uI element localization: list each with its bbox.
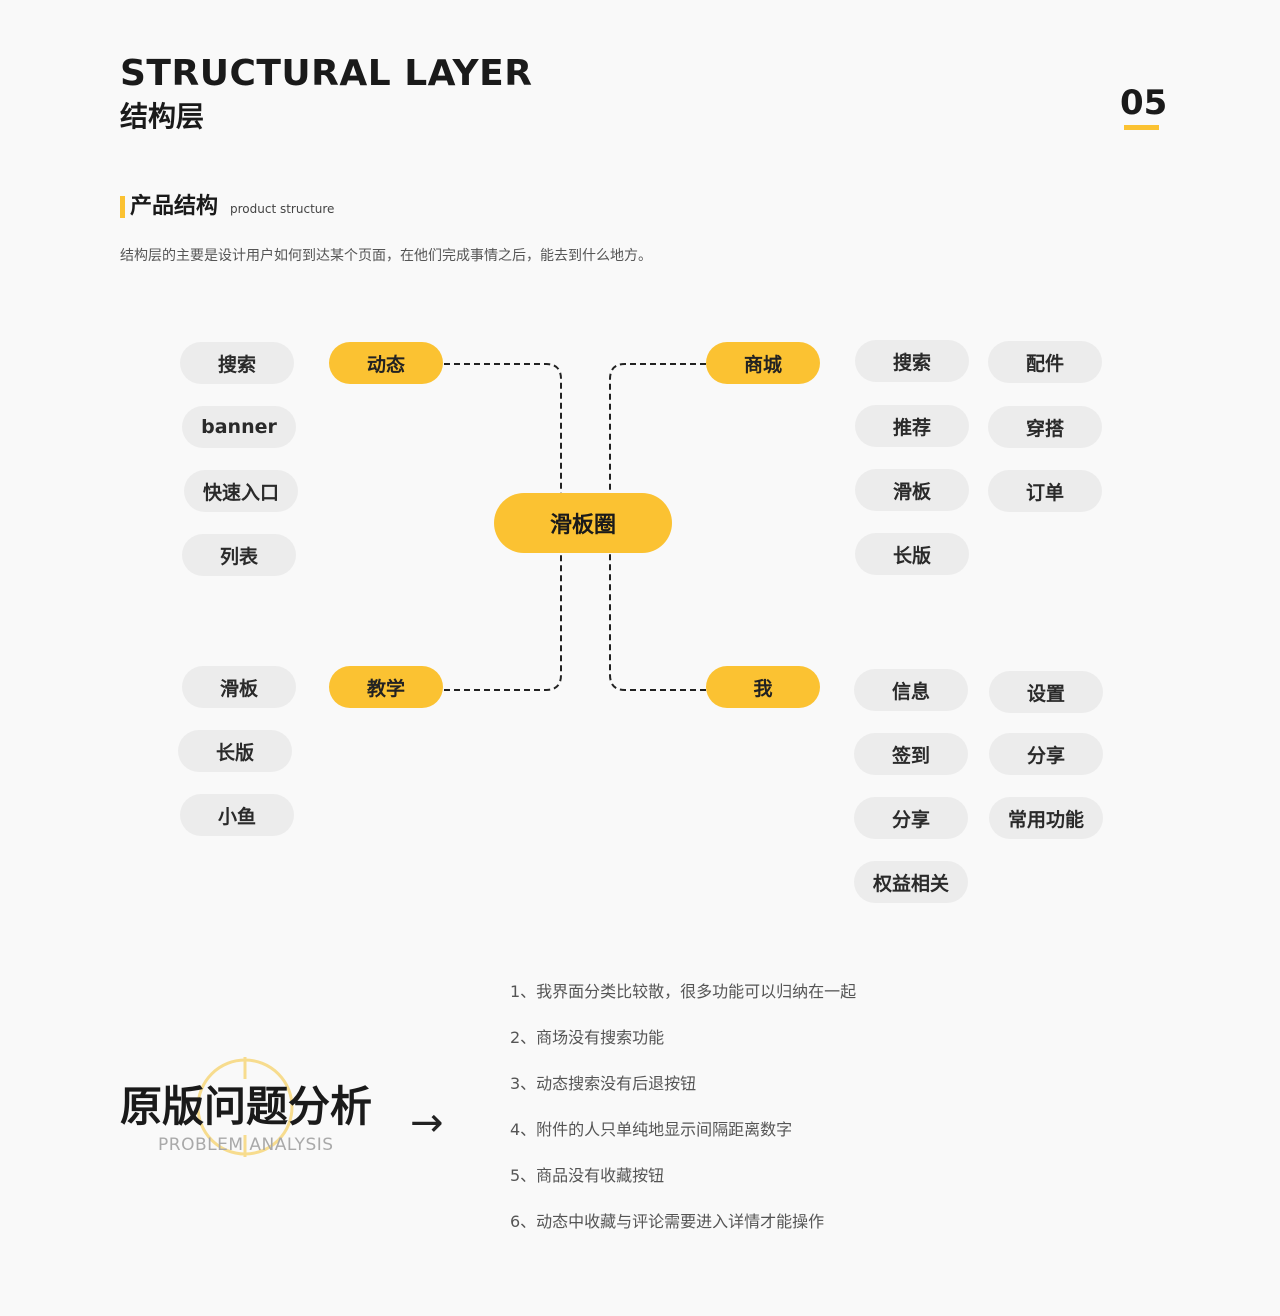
page-number-underline — [1124, 125, 1159, 130]
problem-item-2: 2、商场没有搜索功能 — [510, 1028, 665, 1047]
page-number: 05 — [1120, 83, 1168, 123]
problem-item-1: 1、我界面分类比较散，很多功能可以归纳在一起 — [510, 982, 857, 1001]
jiaoxue-item-longboard: 长版 — [178, 730, 292, 772]
shangcheng-item-orders: 订单 — [988, 470, 1102, 512]
jiaoxue-item-skateboard: 滑板 — [182, 666, 296, 708]
shangcheng-item-accessories: 配件 — [988, 341, 1102, 383]
wo-item-checkin: 签到 — [854, 733, 968, 775]
arrow-right-icon: → — [410, 1100, 444, 1146]
shangcheng-item-longboard: 长版 — [855, 533, 969, 575]
page-title-zh: 结构层 — [120, 100, 205, 133]
branch-node-shangcheng: 商城 — [706, 342, 820, 384]
section-title-zh: 产品结构 — [130, 194, 219, 219]
jiaoxue-item-fishboard: 小鱼 — [180, 794, 294, 836]
problem-item-4: 4、附件的人只单纯地显示间隔距离数字 — [510, 1120, 793, 1139]
shangcheng-item-outfit: 穿搭 — [988, 406, 1102, 448]
branch-node-jiaoxue: 教学 — [329, 666, 443, 708]
shangcheng-item-recommend: 推荐 — [855, 405, 969, 447]
problem-item-5: 5、商品没有收藏按钮 — [510, 1166, 665, 1185]
page-title-en: STRUCTURAL LAYER — [120, 53, 533, 94]
problem-item-3: 3、动态搜索没有后退按钮 — [510, 1074, 697, 1093]
section-accent-bar — [120, 196, 125, 218]
wo-item-share-right: 分享 — [989, 733, 1103, 775]
shangcheng-item-skateboard: 滑板 — [855, 469, 969, 511]
wo-item-share-left: 分享 — [854, 797, 968, 839]
wo-item-info: 信息 — [854, 669, 968, 711]
connector-dongtai — [444, 363, 562, 502]
connector-wo — [609, 548, 706, 691]
target-decoration-icon — [196, 1057, 294, 1157]
wo-item-common-functions: 常用功能 — [989, 797, 1103, 839]
branch-node-dongtai: 动态 — [329, 342, 443, 384]
dongtai-item-banner: banner — [182, 406, 296, 448]
problem-analysis-title: 原版问题分析 — [120, 1082, 373, 1131]
connector-shangcheng — [609, 363, 706, 502]
wo-item-benefits: 权益相关 — [854, 861, 968, 903]
problem-analysis-subtitle: PROBLEM ANALYSIS — [158, 1135, 334, 1155]
problem-item-6: 6、动态中收藏与评论需要进入详情才能操作 — [510, 1212, 825, 1231]
dongtai-item-search: 搜索 — [180, 342, 294, 384]
shangcheng-item-search: 搜索 — [855, 340, 969, 382]
branch-node-wo: 我 — [706, 666, 820, 708]
mindmap-center-node: 滑板圈 — [494, 493, 672, 553]
wo-item-settings: 设置 — [989, 671, 1103, 713]
dongtai-item-quick-entry: 快速入口 — [184, 470, 298, 512]
section-title-en: product structure — [230, 202, 335, 216]
dongtai-item-list: 列表 — [182, 534, 296, 576]
connector-jiaoxue — [444, 548, 562, 691]
section-intro: 结构层的主要是设计用户如何到达某个页面，在他们完成事情之后，能去到什么地方。 — [120, 248, 652, 264]
